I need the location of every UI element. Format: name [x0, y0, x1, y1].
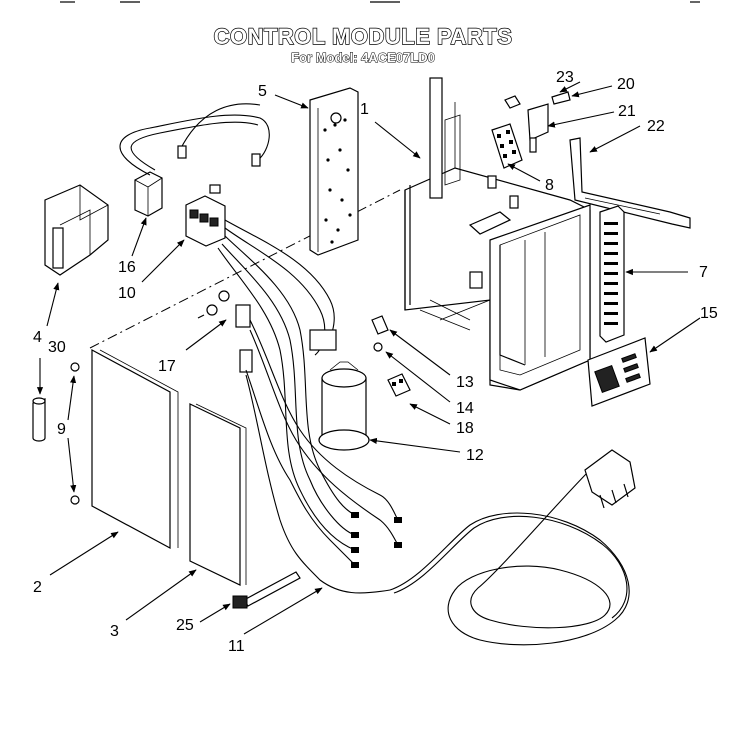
callout-4: 4 [33, 329, 42, 346]
part-3-insulation [189, 403, 247, 586]
upper-wire-harness [119, 103, 270, 194]
part-17-screws [197, 290, 253, 373]
callout-12: 12 [466, 447, 484, 464]
part-11-power-cord [389, 449, 636, 646]
parts-9-30 [32, 362, 80, 505]
callout-23: 23 [556, 69, 574, 86]
callout-1: 1 [360, 101, 369, 118]
callout-11: 11 [228, 638, 245, 655]
callout-3: 3 [110, 623, 119, 640]
callout-15: 15 [700, 305, 718, 322]
part-16-relay [134, 171, 163, 217]
callout-labels: 1 5 23 20 21 22 8 7 15 13 14 18 12 16 10… [33, 69, 718, 655]
part-5-control-board [309, 87, 359, 256]
diagram-title: CONTROL MODULE PARTS [214, 24, 513, 49]
part-2-cover [91, 348, 179, 550]
part-12-capacitor [318, 361, 370, 451]
callout-30: 30 [48, 339, 66, 356]
callout-7: 7 [699, 264, 708, 281]
part-1-housing [404, 77, 591, 391]
part-7-terminal-strip [599, 205, 625, 343]
part-10-terminal-block [185, 195, 226, 247]
callout-8: 8 [545, 177, 554, 194]
part-22-bracket [569, 137, 691, 229]
part-8-connector [491, 123, 523, 169]
model-subtitle: For Model: 4ACE07LD0 [291, 50, 435, 65]
callout-20: 20 [617, 76, 635, 93]
leader-arrows [36, 81, 701, 635]
callout-18: 18 [456, 420, 474, 437]
callout-22: 22 [647, 118, 665, 135]
part-4-shield [44, 184, 109, 276]
part-15-plate [587, 337, 651, 407]
parts-20-21-23 [504, 91, 571, 153]
parts-13-14-18 [371, 315, 411, 397]
callout-14: 14 [456, 400, 474, 417]
callout-5: 5 [258, 83, 267, 100]
callout-10: 10 [118, 285, 136, 302]
part-25-cable-tie [232, 571, 301, 609]
callout-21: 21 [618, 103, 636, 120]
callout-25: 25 [176, 617, 194, 634]
callout-9: 9 [57, 421, 66, 438]
main-wire-harness [217, 219, 402, 594]
callout-2: 2 [33, 579, 42, 596]
callout-17: 17 [158, 358, 176, 375]
callout-16: 16 [118, 259, 136, 276]
callout-13: 13 [456, 374, 474, 391]
